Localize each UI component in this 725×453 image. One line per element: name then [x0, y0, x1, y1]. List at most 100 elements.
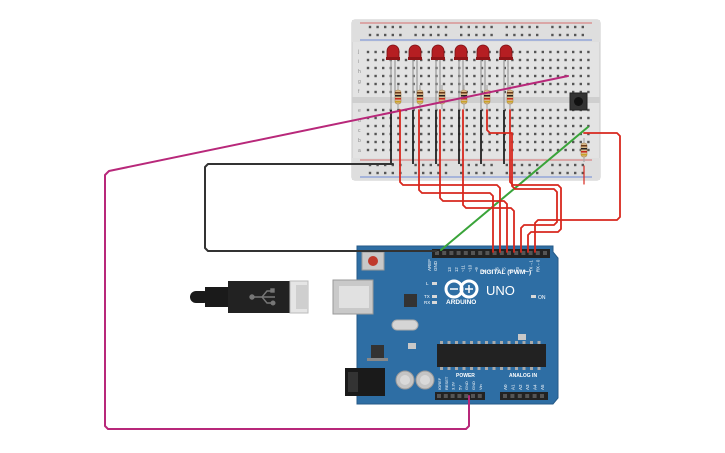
breadboard-hole[interactable]	[534, 148, 537, 152]
breadboard-hole[interactable]	[526, 116, 529, 120]
header-pin[interactable]	[435, 251, 439, 255]
breadboard-hole[interactable]	[488, 74, 491, 78]
usb-cable[interactable]	[190, 280, 309, 314]
breadboard-hole[interactable]	[366, 82, 370, 86]
breadboard-hole[interactable]	[465, 82, 468, 86]
breadboard-hole[interactable]	[587, 140, 590, 144]
header-pin[interactable]	[540, 394, 544, 398]
breadboard-hole[interactable]	[480, 124, 484, 128]
breadboard-hole[interactable]	[518, 82, 522, 86]
rail-hole[interactable]	[551, 33, 554, 37]
breadboard-hole[interactable]	[511, 74, 514, 78]
breadboard-hole[interactable]	[579, 50, 582, 54]
rail-hole[interactable]	[520, 171, 524, 175]
wire-red[interactable]	[534, 132, 621, 253]
rail-hole[interactable]	[505, 33, 508, 37]
rail-hole[interactable]	[574, 171, 577, 175]
rail-hole[interactable]	[536, 163, 539, 167]
breadboard-hole[interactable]	[404, 124, 408, 128]
breadboard-hole[interactable]	[382, 90, 385, 94]
breadboard-hole[interactable]	[503, 90, 506, 94]
digital-header[interactable]	[432, 249, 550, 258]
breadboard-hole[interactable]	[382, 74, 385, 78]
breadboard-hole[interactable]	[442, 116, 446, 120]
breadboard-hole[interactable]	[579, 124, 582, 128]
rail-hole[interactable]	[437, 163, 440, 167]
breadboard-hole[interactable]	[397, 74, 400, 78]
rail-hole[interactable]	[513, 171, 516, 175]
breadboard-hole[interactable]	[366, 50, 370, 54]
rail-hole[interactable]	[513, 25, 516, 29]
breadboard-hole[interactable]	[496, 90, 499, 94]
rail-hole[interactable]	[444, 33, 448, 37]
breadboard-hole[interactable]	[480, 132, 484, 136]
breadboard-hole[interactable]	[518, 58, 522, 62]
breadboard-hole[interactable]	[420, 116, 423, 120]
breadboard-hole[interactable]	[382, 108, 385, 112]
led[interactable]	[431, 44, 445, 164]
breadboard-hole[interactable]	[465, 132, 468, 136]
header-pin[interactable]	[485, 251, 490, 255]
breadboard-hole[interactable]	[541, 148, 544, 152]
breadboard-hole[interactable]	[427, 140, 430, 144]
rail-hole[interactable]	[444, 163, 448, 167]
breadboard-hole[interactable]	[496, 140, 499, 144]
breadboard-hole[interactable]	[450, 140, 453, 144]
breadboard-hole[interactable]	[442, 66, 446, 70]
breadboard-hole[interactable]	[556, 124, 560, 128]
rail-hole[interactable]	[414, 171, 417, 175]
breadboard-hole[interactable]	[526, 124, 529, 128]
breadboard-hole[interactable]	[496, 116, 499, 120]
rail-hole[interactable]	[467, 171, 470, 175]
breadboard-hole[interactable]	[534, 66, 537, 70]
breadboard-hole[interactable]	[465, 148, 468, 152]
breadboard-hole[interactable]	[503, 66, 506, 70]
breadboard-hole[interactable]	[473, 74, 476, 78]
rail-hole[interactable]	[399, 33, 402, 37]
breadboard-hole[interactable]	[556, 82, 560, 86]
rail-hole[interactable]	[513, 33, 516, 37]
resistor[interactable]	[580, 138, 588, 162]
breadboard-hole[interactable]	[450, 132, 453, 136]
breadboard-hole[interactable]	[541, 116, 544, 120]
breadboard-hole[interactable]	[397, 124, 400, 128]
breadboard-hole[interactable]	[427, 116, 430, 120]
breadboard-hole[interactable]	[572, 132, 575, 136]
rail-hole[interactable]	[566, 163, 569, 167]
breadboard-hole[interactable]	[496, 124, 499, 128]
breadboard-hole[interactable]	[503, 82, 506, 86]
rail-hole[interactable]	[444, 171, 448, 175]
rail-hole[interactable]	[422, 171, 425, 175]
rail-hole[interactable]	[422, 25, 425, 29]
breadboard-hole[interactable]	[587, 58, 590, 62]
rail-hole[interactable]	[422, 33, 425, 37]
rail-hole[interactable]	[460, 171, 463, 175]
breadboard-hole[interactable]	[404, 82, 408, 86]
breadboard-hole[interactable]	[404, 140, 408, 144]
breadboard-hole[interactable]	[541, 50, 544, 54]
breadboard-hole[interactable]	[534, 74, 537, 78]
breadboard-hole[interactable]	[556, 50, 560, 54]
breadboard-hole[interactable]	[534, 82, 537, 86]
resistor[interactable]	[438, 85, 446, 109]
header-pin[interactable]	[437, 394, 441, 398]
breadboard-hole[interactable]	[420, 82, 423, 86]
breadboard-hole[interactable]	[526, 108, 529, 112]
breadboard-hole[interactable]	[549, 140, 552, 144]
breadboard-hole[interactable]	[526, 66, 529, 70]
header-pin[interactable]	[478, 251, 483, 255]
breadboard-hole[interactable]	[480, 82, 484, 86]
rail-hole[interactable]	[467, 25, 470, 29]
rail-hole[interactable]	[391, 33, 394, 37]
breadboard-hole[interactable]	[480, 116, 484, 120]
breadboard-hole[interactable]	[556, 140, 560, 144]
rail-hole[interactable]	[391, 171, 394, 175]
breadboard-hole[interactable]	[427, 132, 430, 136]
breadboard-hole[interactable]	[541, 108, 544, 112]
rail-hole[interactable]	[482, 171, 486, 175]
rail-hole[interactable]	[558, 163, 562, 167]
breadboard-hole[interactable]	[374, 90, 377, 94]
header-pin[interactable]	[521, 251, 526, 255]
breadboard-hole[interactable]	[496, 82, 499, 86]
breadboard-hole[interactable]	[556, 148, 560, 152]
